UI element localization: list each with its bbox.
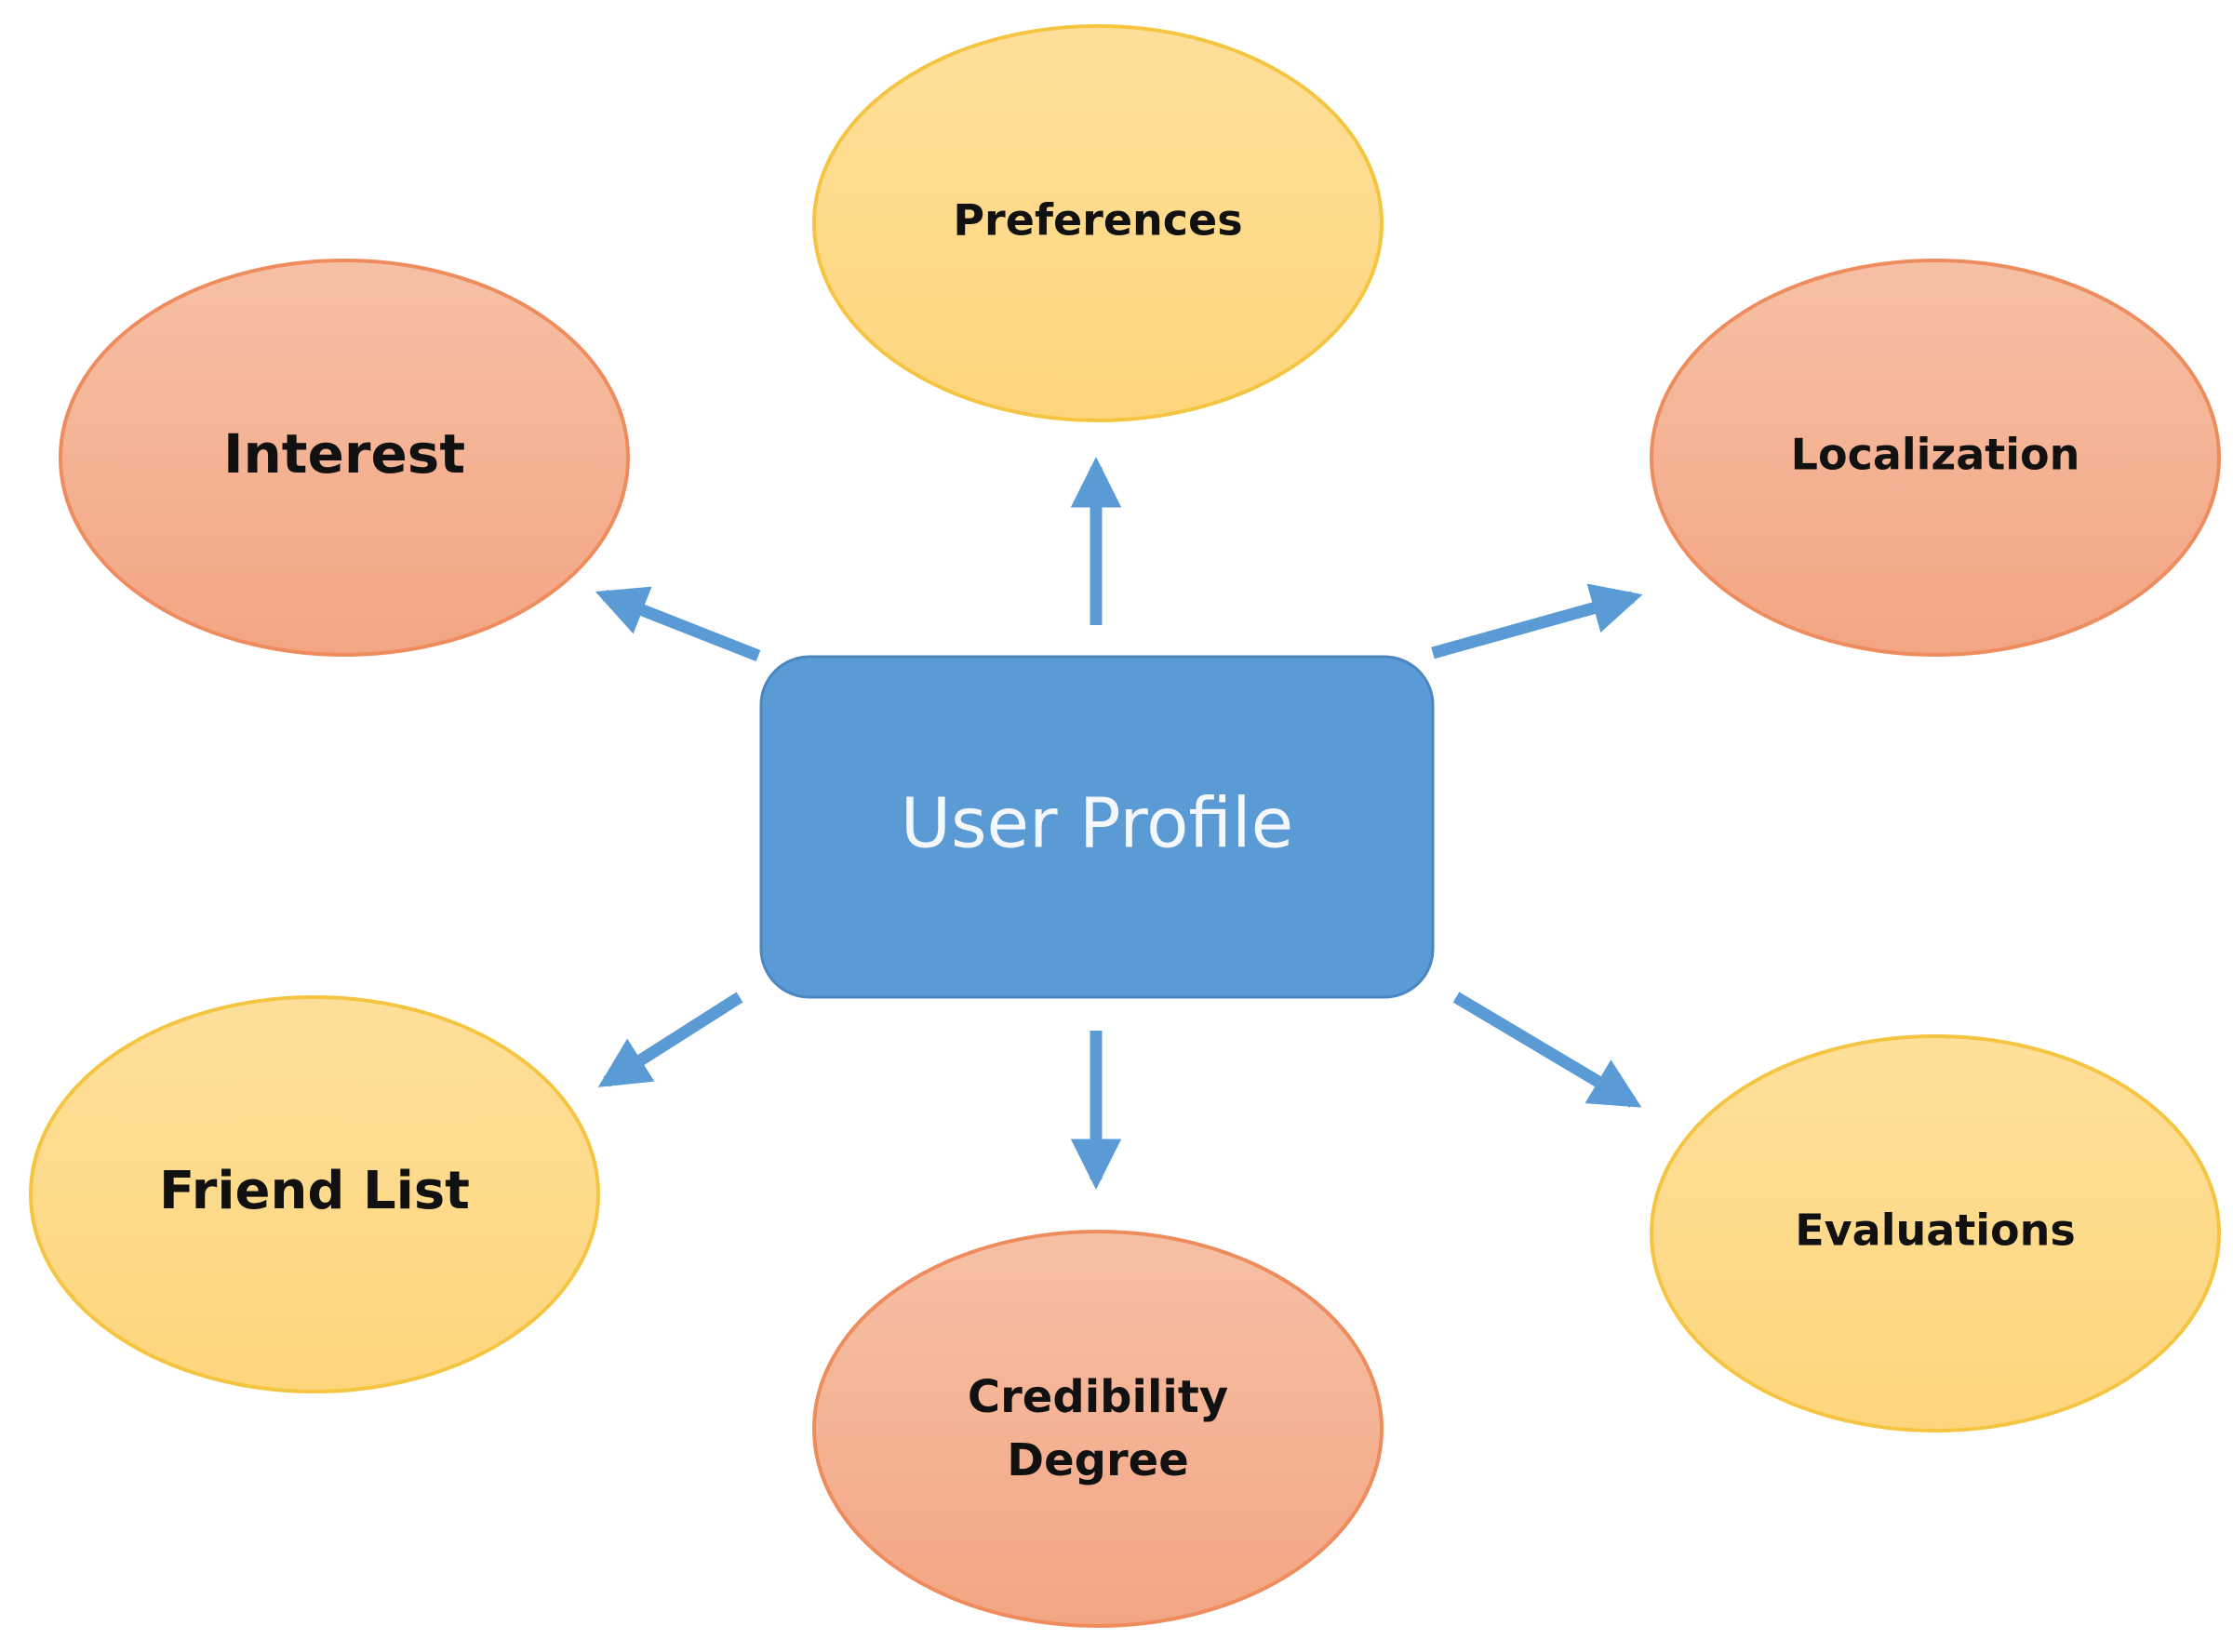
node-preferences[interactable]: Preferences [812, 24, 1384, 422]
node-interest-ellipse [59, 259, 630, 657]
node-credibility-degree-ellipse [812, 1230, 1384, 1628]
node-interest-label: Interest [223, 422, 465, 486]
arrow-to-evaluations [1452, 992, 1642, 1108]
node-interest[interactable]: Interest [59, 259, 630, 657]
node-friend-list-ellipse [29, 995, 600, 1393]
center-node-box [759, 655, 1435, 999]
node-localization[interactable]: Localization [1650, 259, 2221, 657]
arrow-to-friend-list [597, 992, 743, 1087]
node-localization-label: Localization [1791, 430, 2080, 480]
node-preferences-label: Preferences [953, 195, 1242, 246]
node-friend-list-label: Friend List [159, 1161, 470, 1221]
center-node-label: User Profile [901, 784, 1293, 864]
node-evaluations[interactable]: Evaluations [1650, 1034, 2221, 1432]
node-evaluations-ellipse [1650, 1034, 2221, 1432]
node-credibility-degree-label-line1: Credibility [968, 1371, 1228, 1423]
node-credibility-degree[interactable]: Credibility Degree [812, 1230, 1384, 1628]
arrow-to-localization [1431, 583, 1643, 659]
center-node[interactable]: User Profile [759, 655, 1435, 999]
arrows [595, 457, 1643, 1190]
node-preferences-ellipse [812, 24, 1384, 422]
node-credibility-degree-label-line2: Degree [1007, 1434, 1189, 1486]
node-evaluations-label: Evaluations [1795, 1206, 2076, 1256]
node-friend-list[interactable]: Friend List [29, 995, 600, 1393]
arrow-to-interest [595, 586, 761, 662]
node-localization-ellipse [1650, 259, 2221, 657]
